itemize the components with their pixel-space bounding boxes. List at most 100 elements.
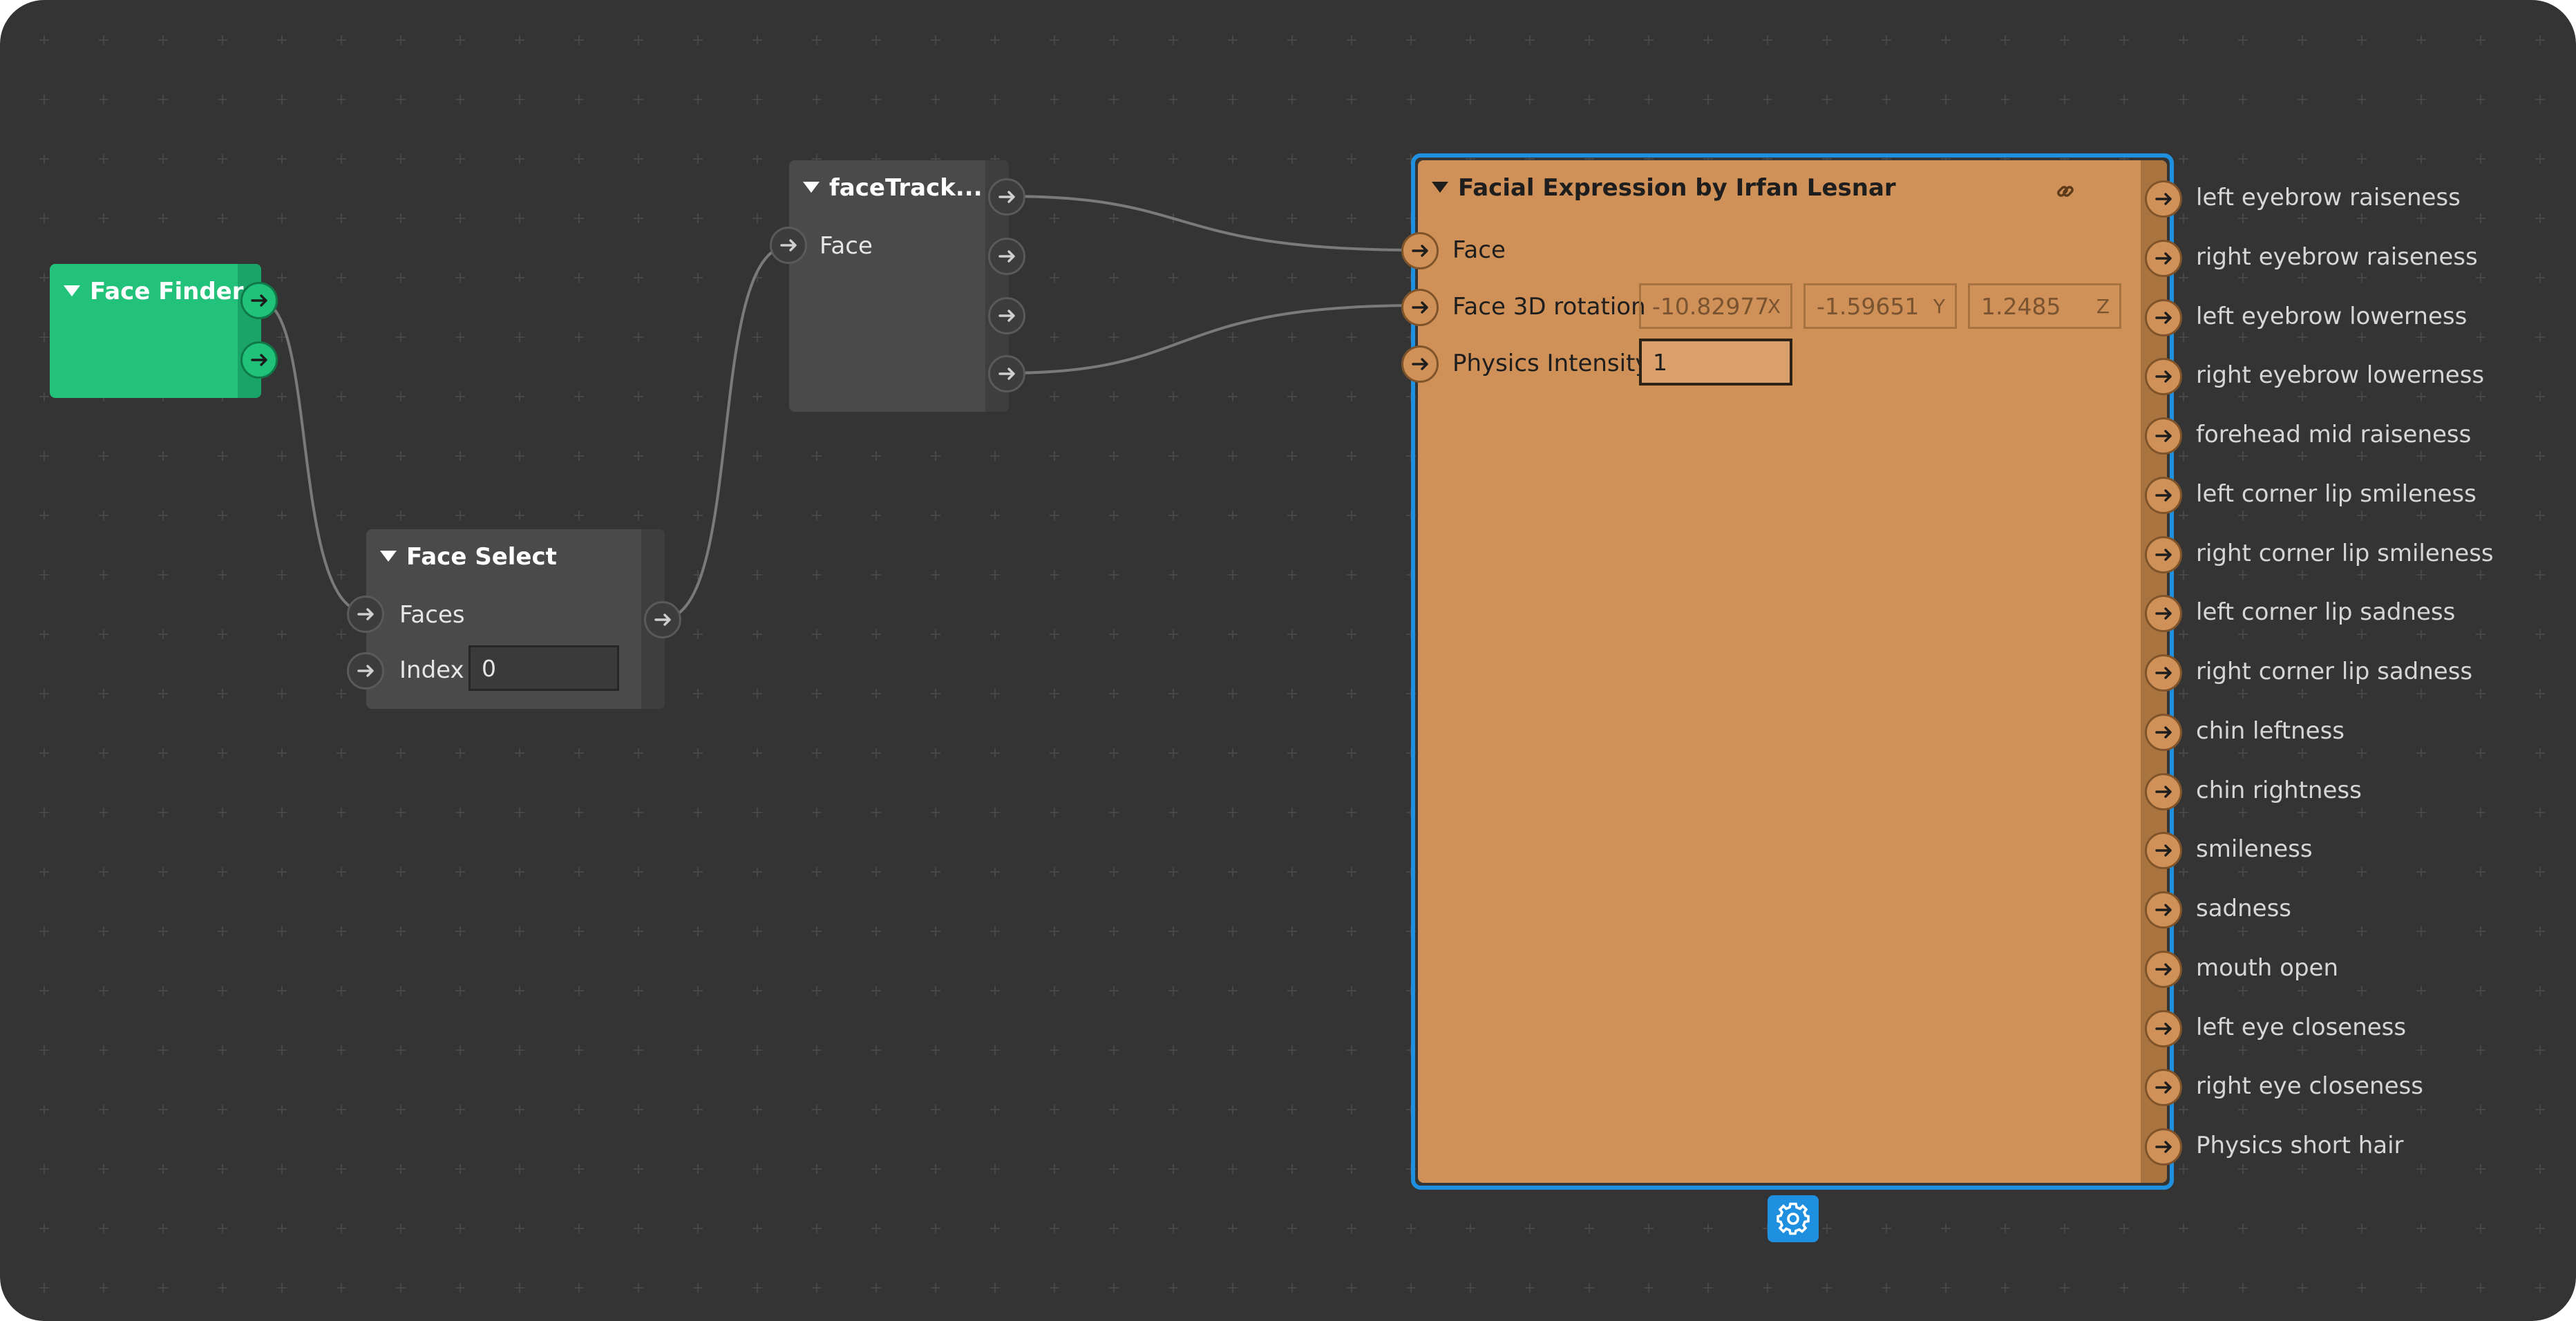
face-finder-output-port-1[interactable]: [240, 282, 278, 319]
expression-physics-input-port[interactable]: [1401, 345, 1439, 383]
arrow-right-icon: [2155, 667, 2172, 679]
face-tracker-output-port-4[interactable]: [988, 355, 1025, 392]
expression-output-label: left corner lip sadness: [2196, 598, 2456, 627]
arrow-right-icon: [2155, 252, 2172, 265]
expression-output-port[interactable]: [2145, 891, 2182, 929]
expression-output-label: left corner lip smileness: [2196, 479, 2476, 508]
arrow-right-icon: [998, 250, 1015, 263]
node-title: faceTrack...: [803, 174, 983, 202]
arrow-right-icon: [2155, 1081, 2172, 1094]
arrow-right-icon: [2155, 904, 2172, 916]
expression-output-label: sadness: [2196, 895, 2292, 922]
expression-output-label: right corner lip sadness: [2196, 658, 2473, 685]
expression-face-input-port[interactable]: [1401, 232, 1439, 269]
wire-facefinder-to-faceselect[interactable]: [259, 300, 367, 614]
arrow-right-icon: [2155, 726, 2172, 739]
facial-expression-node[interactable]: Facial Expression by Irfan Lesnar Face F…: [1418, 160, 2167, 1183]
arrow-right-icon: [998, 191, 1015, 203]
face-input-label: Face: [1452, 236, 1506, 264]
expression-output-port[interactable]: [2145, 1069, 2182, 1107]
arrow-right-icon: [357, 665, 374, 677]
face-tracker-face-input-port[interactable]: [770, 227, 807, 264]
arrow-right-icon: [2155, 1141, 2172, 1153]
arrow-right-icon: [2155, 193, 2172, 205]
expression-output-port[interactable]: [2145, 180, 2182, 218]
collapse-triangle-icon[interactable]: [380, 550, 397, 562]
face-select-index-input-port[interactable]: [347, 652, 384, 690]
face-tracker-output-port-3[interactable]: [988, 297, 1025, 334]
index-field[interactable]: 0: [468, 645, 619, 691]
expression-output-port[interactable]: [2145, 476, 2182, 514]
expression-output-port[interactable]: [2145, 358, 2182, 396]
expression-output-label: left eyebrow lowerness: [2196, 302, 2468, 330]
expression-output-port[interactable]: [2145, 654, 2182, 692]
arrow-right-icon: [2155, 963, 2172, 976]
expression-output-label: right corner lip smileness: [2196, 539, 2494, 567]
face-input-label: Face: [820, 232, 873, 260]
arrow-right-icon: [1412, 245, 1428, 257]
arrow-right-icon: [2155, 844, 2172, 857]
expression-output-label: left eyebrow raiseness: [2196, 184, 2461, 211]
arrow-right-icon: [2155, 311, 2172, 324]
gear-icon: [1777, 1202, 1810, 1235]
expression-output-port[interactable]: [2145, 595, 2182, 633]
collapse-triangle-icon[interactable]: [1432, 181, 1448, 193]
expression-rotation-input-port[interactable]: [1401, 289, 1439, 326]
wire-facetracker-face-to-expression[interactable]: [1005, 195, 1420, 251]
arrow-right-icon: [654, 614, 671, 626]
expression-output-port[interactable]: [2145, 417, 2182, 455]
expression-output-label: chin leftness: [2196, 716, 2345, 745]
arrow-right-icon: [357, 608, 374, 620]
expression-output-port[interactable]: [2145, 535, 2182, 573]
face-tracker-output-port-2[interactable]: [988, 238, 1025, 275]
face-select-faces-input-port[interactable]: [347, 596, 384, 633]
expression-output-port[interactable]: [2145, 1128, 2182, 1166]
expression-output-label: Physics short hair: [2196, 1132, 2404, 1159]
expression-output-label: mouth open: [2196, 953, 2339, 982]
expression-output-port[interactable]: [2145, 298, 2182, 336]
arrow-right-icon: [998, 368, 1015, 380]
arrow-right-icon: [1412, 301, 1428, 314]
node-title: Face Finder: [64, 278, 243, 305]
face-tracker-node[interactable]: faceTrack... Face: [789, 160, 1009, 412]
face-select-node[interactable]: Face Select Faces Index 0: [366, 529, 665, 709]
physics-intensity-label: Physics Intensity: [1452, 350, 1649, 377]
arrow-right-icon: [2155, 430, 2172, 442]
collapse-triangle-icon[interactable]: [64, 285, 80, 296]
expression-output-port[interactable]: [2145, 239, 2182, 277]
arrow-right-icon: [2155, 785, 2172, 798]
expression-output-port[interactable]: [2145, 713, 2182, 751]
arrow-right-icon: [251, 294, 267, 307]
collapse-triangle-icon[interactable]: [803, 181, 820, 193]
face-select-output-port[interactable]: [644, 601, 681, 638]
arrow-right-icon: [2155, 370, 2172, 383]
expression-output-port[interactable]: [2145, 1009, 2182, 1047]
arrow-right-icon: [998, 310, 1015, 322]
face-tracker-output-port-1[interactable]: [988, 178, 1025, 216]
expression-output-port[interactable]: [2145, 832, 2182, 870]
expression-output-label: left eye closeness: [2196, 1013, 2407, 1041]
faces-input-label: Faces: [399, 601, 465, 629]
wire-facetracker-rotation-to-expression[interactable]: [1005, 304, 1420, 374]
expression-output-label: forehead mid raiseness: [2196, 421, 2472, 448]
expression-output-label: right eyebrow lowerness: [2196, 361, 2485, 390]
node-settings-button[interactable]: [1768, 1195, 1819, 1242]
face-finder-output-port-2[interactable]: [240, 341, 278, 379]
arrow-right-icon: [251, 354, 267, 366]
node-title: Face Select: [380, 543, 557, 571]
expression-output-port[interactable]: [2145, 950, 2182, 988]
link-icon[interactable]: [2054, 180, 2077, 203]
expression-output-label: right eyebrow raiseness: [2196, 243, 2478, 271]
arrow-right-icon: [1412, 358, 1428, 370]
expression-output-label: right eye closeness: [2196, 1072, 2423, 1101]
wire-faceselect-to-facetracker[interactable]: [661, 245, 790, 620]
expression-output-port[interactable]: [2145, 772, 2182, 810]
face-finder-node[interactable]: Face Finder: [50, 264, 261, 398]
physics-intensity-field[interactable]: 1: [1639, 339, 1792, 386]
rotation-input-label: Face 3D rotation: [1452, 293, 1646, 321]
